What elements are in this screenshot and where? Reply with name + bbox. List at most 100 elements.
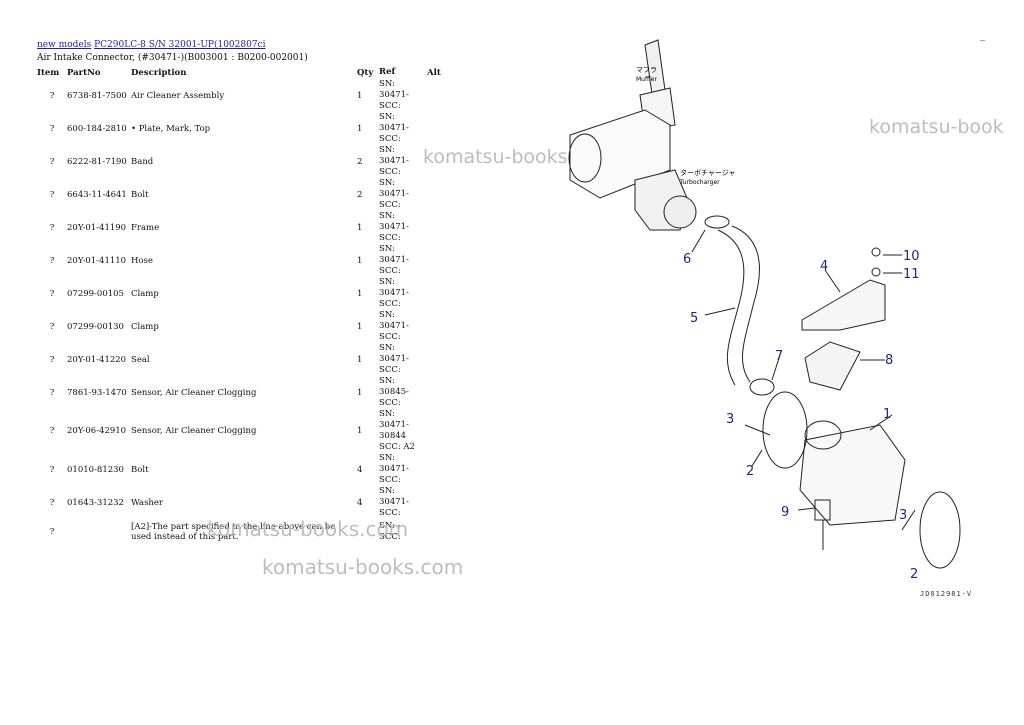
cell-alt (427, 376, 467, 409)
cell-qty: 1 (357, 426, 363, 436)
watermark: komatsu-books.com (262, 555, 464, 579)
header-description: Description (131, 67, 187, 78)
breadcrumb: new models PC290LC-8 S/N 32001-UP(100280… (37, 40, 265, 50)
cell-alt (427, 178, 467, 211)
diagram-drawing (568, 39, 961, 569)
callout-2: 2 (746, 464, 754, 479)
cell-description: Air Cleaner Assembly (131, 90, 225, 101)
table-row: ? 6738-81-7500 Air Cleaner Assembly 1 SN: 30… (37, 79, 467, 112)
cell-description: • Plate, Mark, Top (131, 123, 211, 134)
ref-sn: SN: 30845- (379, 376, 409, 397)
ref-sn: SN: 30471- (379, 211, 409, 232)
cell-description: [A2]-The part specified in the line abov… (131, 522, 336, 542)
cell-item: ? (49, 354, 55, 365)
label-turbo-jp: ターボチャージャ (680, 168, 735, 177)
cell-partno: 6643-11-4641 (67, 189, 127, 200)
table-row: ? 20Y-01-41110 Hose 1 SN: 30471-SCC: (37, 244, 467, 277)
ref-scc: SCC: A2 (379, 442, 415, 452)
breadcrumb-link-new-models[interactable]: new models (37, 40, 92, 50)
cell-item: ? (49, 156, 55, 167)
ref-sn: SN: 30471- (379, 79, 409, 100)
cell-ref: SN: -SCC: (379, 519, 427, 545)
cell-item: ? (49, 255, 55, 266)
cell-alt (427, 244, 467, 277)
cell-partno: 20Y-01-41110 (67, 255, 127, 266)
callout-9: 9 (781, 505, 789, 520)
cell-ref: SN: 30471-SCC: (379, 486, 427, 519)
cell-qty: 1 (357, 255, 363, 266)
cell-alt (427, 409, 467, 453)
cell-qty: 1 (357, 123, 363, 134)
cell-item: ? (49, 464, 55, 475)
cell-qty: 1 (357, 354, 363, 365)
cell-item: ? (49, 527, 55, 537)
header-alt: Alt (427, 67, 441, 78)
cell-partno: 20Y-01-41190 (67, 222, 127, 233)
cell-description: Clamp (131, 288, 159, 299)
cell-description: Hose (131, 255, 153, 266)
callout-11: 11 (903, 267, 920, 282)
top-mark: _ (980, 30, 985, 41)
header-item: Item (37, 67, 60, 78)
cell-item: ? (49, 189, 55, 200)
callout-6: 6 (683, 252, 691, 267)
breadcrumb-link-model[interactable]: PC290LC-8 S/N 32001-UP(1002807ci (94, 40, 266, 50)
cell-qty: 1 (357, 288, 363, 299)
cell-partno: 6222-81-7190 (67, 156, 127, 167)
cell-item: ? (49, 90, 55, 101)
cell-ref: SN: 30471-SCC: (379, 244, 427, 277)
ref-scc: SCC: (379, 167, 401, 177)
cell-qty: 1 (357, 387, 363, 398)
cell-partno: 07299-00105 (67, 288, 124, 299)
watermark: komatsu-books.com (423, 146, 615, 168)
cell-partno: 6738-81-7500 (67, 90, 127, 101)
callout-1: 1 (883, 407, 891, 422)
cell-ref: SN: 30471-SCC: (379, 310, 427, 343)
cell-qty: 2 (357, 189, 363, 200)
cell-description: Sensor, Air Cleaner Clogging (131, 387, 257, 398)
callout-2-lower: 2 (910, 567, 918, 582)
cell-partno: 7861-93-1470 (67, 387, 127, 398)
callout-8: 8 (885, 353, 893, 368)
watermark: komatsu-books.com (207, 517, 409, 541)
ref-sn: SN: 30471- (379, 277, 409, 298)
header-ref: Ref (379, 67, 396, 77)
ref-sn: SN: 30471- (379, 310, 409, 331)
table-header-row: Item PartNo Description Qty Ref Alt (37, 66, 467, 79)
cell-qty: 4 (357, 497, 363, 508)
ref-sn: SN: 30471- (379, 145, 409, 166)
cell-item: ? (49, 321, 55, 332)
ref-scc: SCC: (379, 101, 401, 111)
cell-alt (427, 79, 467, 112)
label-muffler-jp: マフラ (636, 66, 657, 74)
cell-ref: SN: 30471-SCC: (379, 277, 427, 310)
cell-ref: SN: 30471-SCC: (379, 453, 427, 486)
callout-3-lower: 3 (899, 508, 907, 523)
ref-scc: SCC: (379, 233, 401, 243)
ref-sn: SN: 30471- (379, 486, 409, 507)
cell-ref: SN: 30471-SCC: (379, 343, 427, 376)
header-partno: PartNo (67, 67, 101, 78)
cell-ref: SN: 30471-SCC: (379, 145, 427, 178)
cell-partno: 01010-81230 (67, 464, 124, 475)
ref-scc: SCC: (379, 365, 401, 375)
ref-sn: SN: 30471- (379, 343, 409, 364)
parts-diagram: 1 2 3 4 5 6 7 8 9 10 11 3 2 マフラ Muffler … (568, 39, 961, 582)
table-row: ? [A2]-The part specified in the line abo… (37, 519, 467, 545)
cell-qty: 1 (357, 222, 363, 233)
cell-qty: 2 (357, 156, 363, 167)
ref-sn: SN: 30471- (379, 244, 409, 265)
ref-scc: SCC: (379, 532, 401, 542)
callout-10: 10 (903, 249, 920, 264)
ref-scc: SCC: (379, 508, 401, 518)
cell-qty: 1 (357, 90, 363, 101)
label-muffler: Muffler (636, 76, 657, 83)
